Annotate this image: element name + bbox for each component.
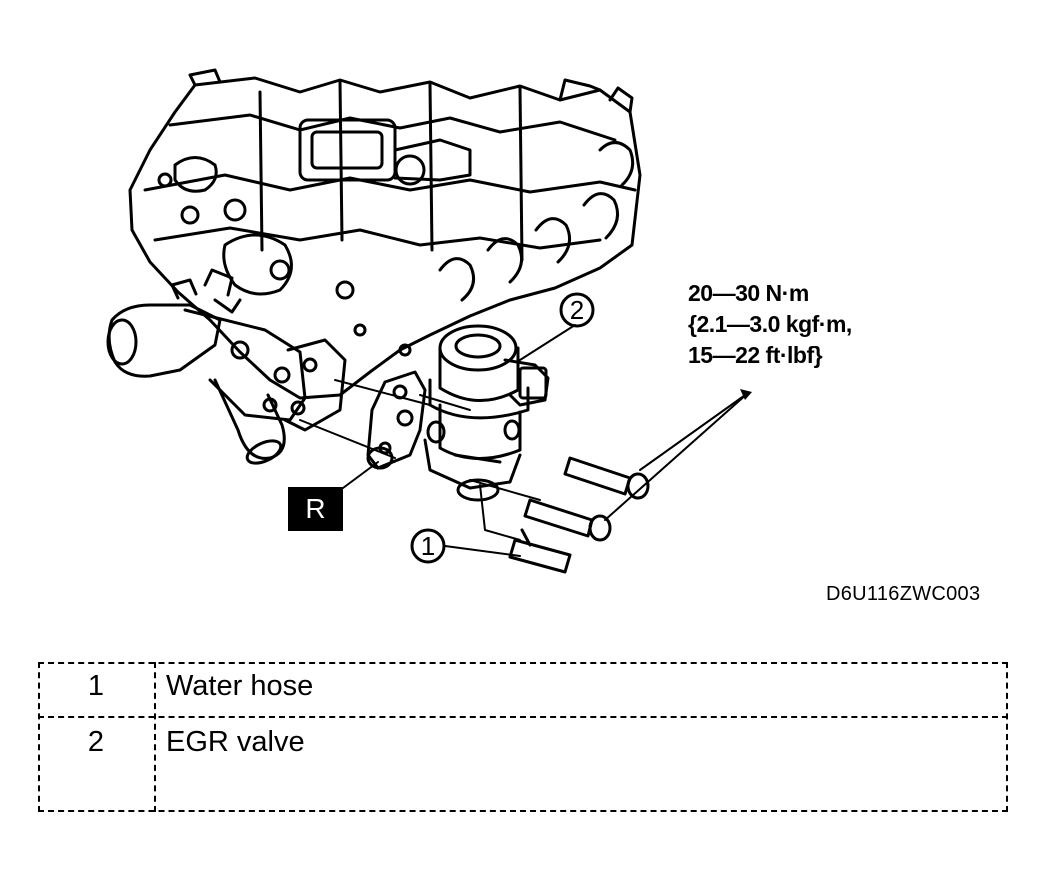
water-outlet-housing-illustration — [106, 268, 347, 465]
engine-block-illustration — [128, 68, 642, 400]
legend-border — [38, 662, 1008, 812]
leader-lines — [342, 324, 749, 557]
torque-spec-line-2: {2.1—3.0 kgf·m, — [688, 311, 852, 337]
legend-row-divider — [38, 716, 1008, 718]
figure-code: D6U116ZWC003 — [826, 583, 981, 605]
torque-spec-line-3: 15—22 ft·lbf} — [688, 342, 823, 368]
torque-spec: 20—30 N·m {2.1—3.0 kgf·m, 15—22 ft·lbf} — [688, 278, 852, 371]
parts-legend-table: 1 Water hose 2 EGR valve — [38, 662, 1008, 812]
mounting-bolts-illustration — [523, 456, 650, 542]
legend-row-1-number: 1 — [87, 670, 105, 702]
replace-part-badge: R — [288, 487, 343, 531]
legend-row-2-number: 2 — [87, 726, 105, 758]
callout-2-circle — [559, 292, 595, 328]
torque-spec-line-1: 20—30 N·m — [688, 280, 809, 306]
legend-row-1-label: Water hose — [166, 670, 314, 702]
egr-valve-exploded-diagram: 2 1 — [106, 68, 752, 574]
callout-2-label: 2 — [570, 295, 584, 325]
legend-column-divider — [154, 662, 156, 812]
egr-valve-illustration — [423, 324, 550, 502]
callout-1-label: 1 — [421, 531, 435, 561]
legend-row-2-label: EGR valve — [166, 726, 305, 758]
water-hose-illustration — [508, 528, 572, 574]
gasket-illustration — [366, 370, 427, 470]
callout-1-circle — [410, 528, 446, 564]
